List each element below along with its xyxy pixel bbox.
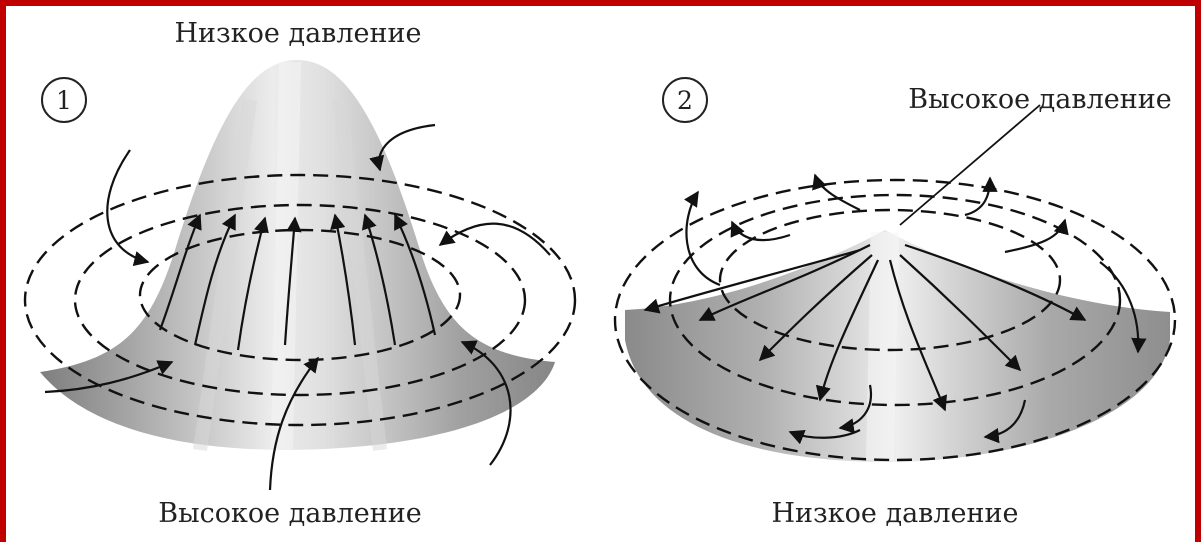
panel-1-bottom-label: Высокое давление — [158, 498, 421, 529]
panel-1-top-label: Низкое давление — [175, 18, 422, 49]
panel-2-number: 2 — [677, 86, 693, 115]
panel-2-leader-line — [900, 105, 1040, 225]
panel-2: 2 Высокое давление Низкое давление — [615, 78, 1175, 529]
panel-2-bottom-label: Низкое давление — [772, 498, 1019, 529]
panel-1: 1 Низкое давление Высокое давление — [25, 18, 575, 529]
panel-2-top-label: Высокое давление — [908, 84, 1171, 115]
panel-1-number: 1 — [56, 86, 72, 115]
